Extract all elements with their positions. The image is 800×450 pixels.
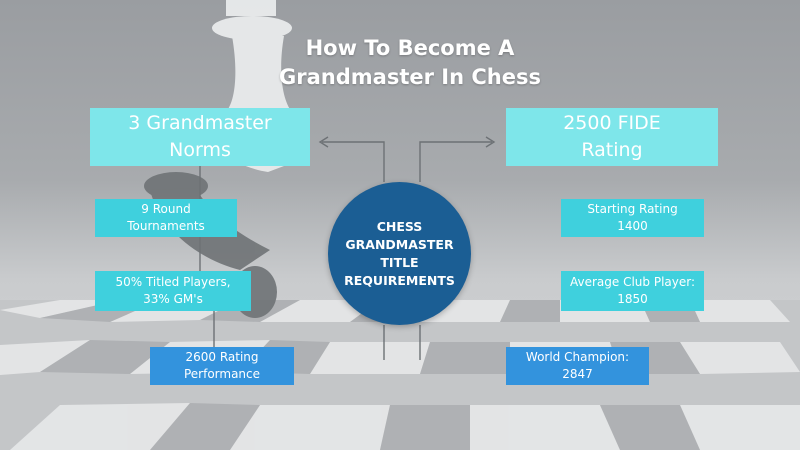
box-label-line-1: Average Club Player: <box>569 275 695 289</box>
circle-line-1: CHESS <box>376 218 423 234</box>
titled-players-box: 50% Titled Players, 33% GM's <box>95 271 251 311</box>
starting-rating-box: Starting Rating 1400 <box>561 199 704 237</box>
box-label-line-2: Rating <box>581 139 643 161</box>
arrowheads <box>318 136 496 148</box>
page-title: How To Become A Grandmaster In Chess <box>260 34 560 92</box>
nine-round-tournaments-box: 9 Round Tournaments <box>95 199 237 237</box>
fide-rating-box: 2500 FIDE Rating <box>506 108 718 166</box>
world-champion-box: World Champion: 2847 <box>506 347 649 385</box>
circle-line-2: GRANDMASTER <box>345 236 454 252</box>
circle-line-3: TITLE <box>380 254 419 270</box>
box-label-line-1: 3 Grandmaster <box>128 112 272 134</box>
box-label-line-2: Performance <box>183 367 261 381</box>
box-label-line-1: 50% Titled Players, <box>115 275 231 289</box>
average-club-player-box: Average Club Player: 1850 <box>561 271 704 311</box>
box-label-line-2: 1850 <box>617 292 648 306</box>
box-label-line-2: Tournaments <box>127 219 205 233</box>
circle-line-4: REQUIREMENTS <box>344 272 455 288</box>
box-label-line-2: Norms <box>169 139 231 161</box>
box-label-line-1: Starting Rating <box>587 202 678 216</box>
box-label-line-2: 2847 <box>562 367 593 381</box>
box-label-line-1: 2500 FIDE <box>563 112 661 134</box>
box-label-line-2: 33% GM's <box>143 292 203 306</box>
connector-lines <box>199 141 492 360</box>
box-label-line-1: 9 Round <box>141 202 191 216</box>
grandmaster-norms-box: 3 Grandmaster Norms <box>90 108 310 166</box>
box-label-line-2: 1400 <box>617 219 648 233</box>
title-line-2: Grandmaster In Chess <box>279 65 541 89</box>
rating-performance-box: 2600 Rating Performance <box>150 347 294 385</box>
box-label-line-1: World Champion: <box>525 350 630 364</box>
title-line-1: How To Become A <box>305 36 515 60</box>
title-requirements-circle: CHESS GRANDMASTER TITLE REQUIREMENTS <box>328 182 471 325</box>
box-label-line-1: 2600 Rating <box>185 350 259 364</box>
